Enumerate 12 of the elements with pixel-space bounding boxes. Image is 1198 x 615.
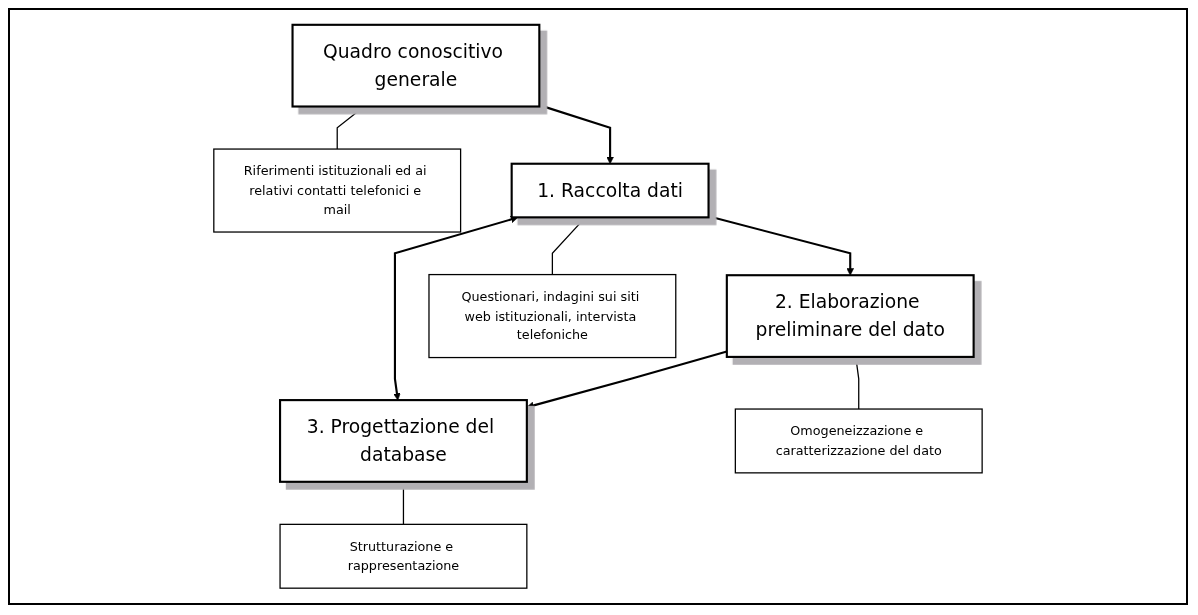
connector <box>855 356 860 410</box>
node-box: 1. Raccolta dati <box>510 162 710 219</box>
arrow <box>393 215 519 401</box>
node-box: Questionari, indagini sui siti web istituzionali, intervista telefoniche <box>428 273 677 359</box>
node-box: Strutturazione e rappresentazione <box>279 523 528 589</box>
node-box: Riferimenti istituzionali ed ai relativi contatti telefonici e mail <box>213 148 462 233</box>
arrow <box>708 215 854 276</box>
node-box: 3. Progettazione del database <box>279 399 528 483</box>
node-box: 2. Elaborazione preliminare del dato <box>725 274 975 358</box>
connector <box>402 481 405 525</box>
node-box: Omogeneizzazione e caratterizzazione del dato <box>734 408 983 474</box>
node-box: Quadro conoscitivo generale <box>291 23 541 108</box>
